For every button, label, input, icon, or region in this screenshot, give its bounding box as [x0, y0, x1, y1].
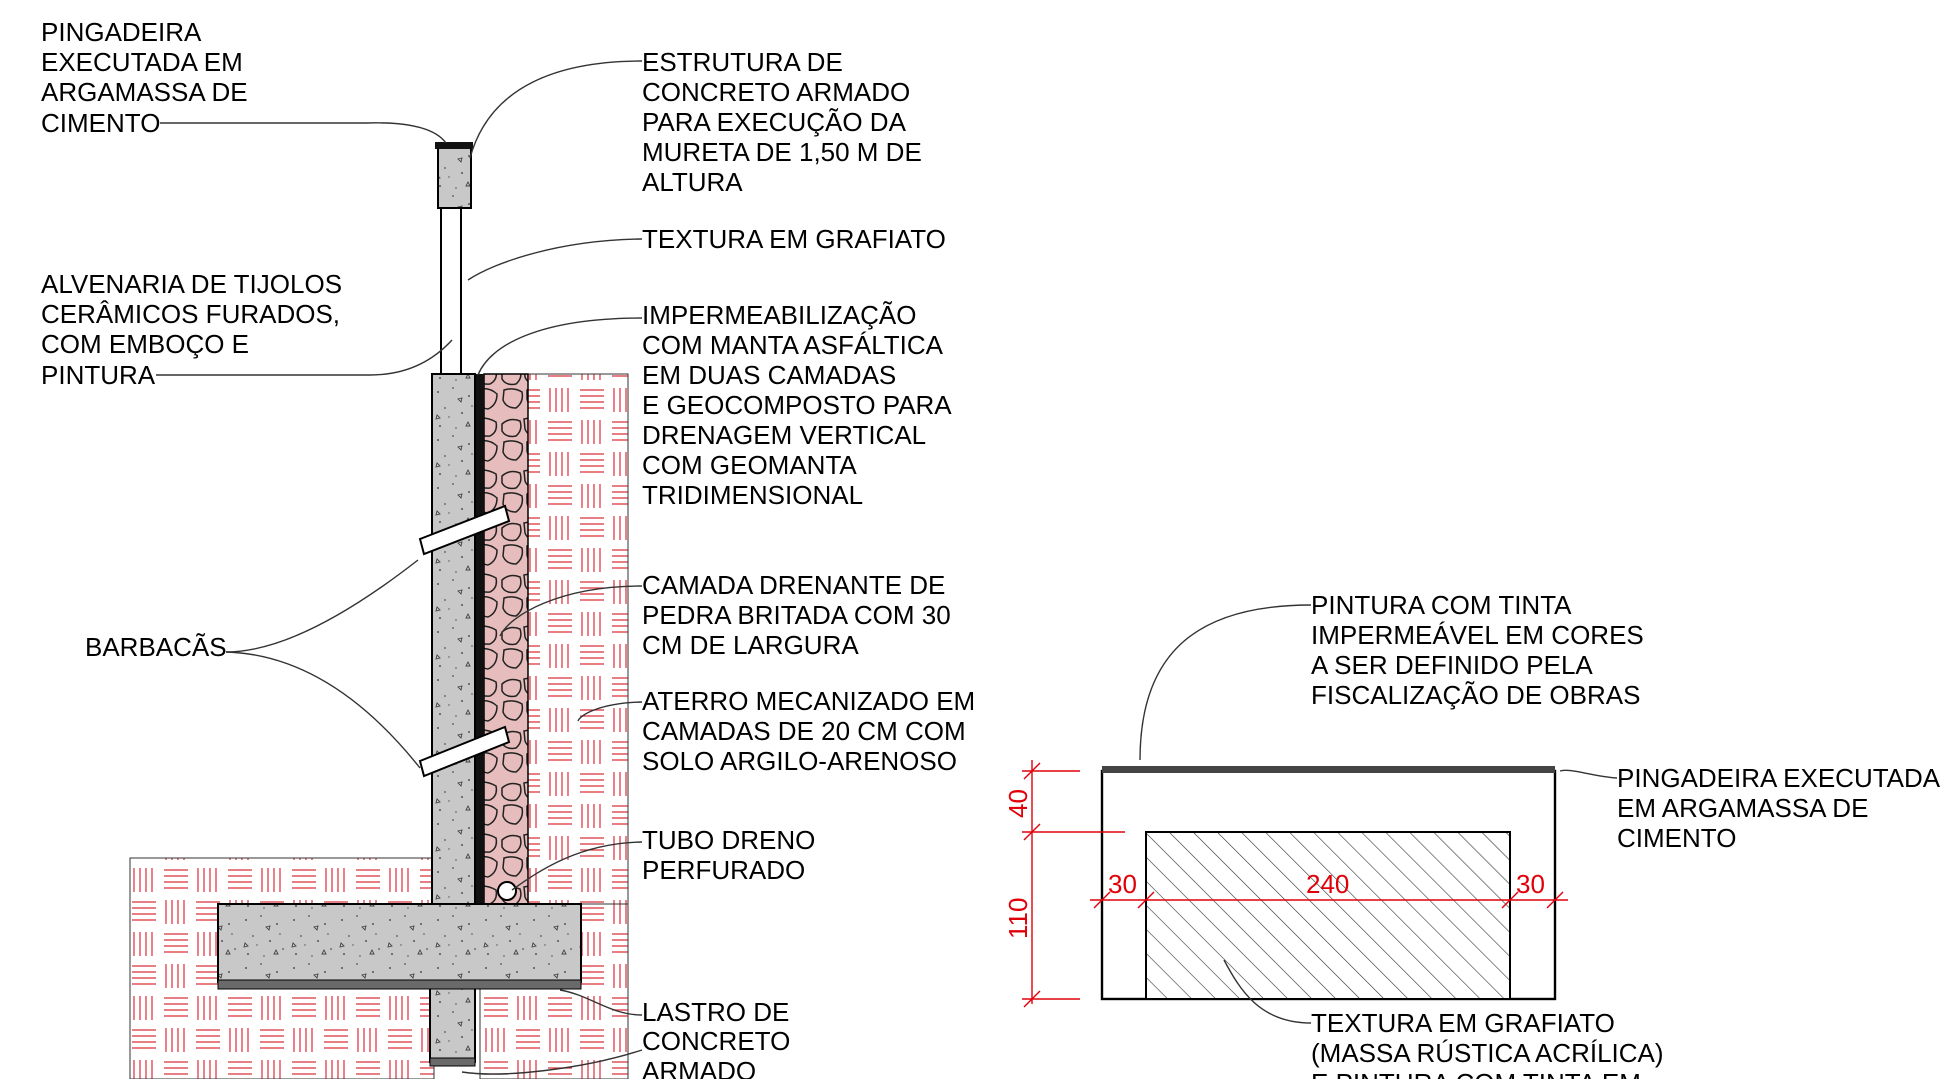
- key-bottom-strip: [429, 1057, 476, 1067]
- weep-hole-lower: [418, 725, 511, 778]
- label-textura: TEXTURA EM GRAFIATO: [642, 224, 946, 254]
- label-impermeabilizacao: IMPERMEABILIZAÇÃO COM MANTA ASFÁLTICA EM…: [642, 300, 957, 510]
- label-textura-detail: TEXTURA EM GRAFIATO (MASSA RÚSTICA ACRÍL…: [1311, 1008, 1671, 1079]
- concrete-key: [429, 981, 476, 1063]
- gravel-drain-layer: [483, 373, 529, 905]
- retaining-wall-section: [129, 60, 643, 1079]
- label-pingadeira: PINGADEIRA EXECUTADA EM ARGAMASSA DE CIM…: [41, 17, 255, 138]
- detail-leaders: [1139, 604, 1618, 1024]
- label-pintura: PINTURA COM TINTA IMPERMEÁVEL EM CORES A…: [1311, 590, 1651, 710]
- dimension-width-center: 240: [1306, 869, 1349, 899]
- concrete-wall-stem: [431, 373, 476, 905]
- coping-detail: [1022, 604, 1618, 1024]
- masonry-core: [1145, 831, 1511, 1000]
- label-aterro: ATERRO MECANIZADO EM CAMADAS DE 20 CM CO…: [642, 686, 982, 776]
- weep-hole-upper: [418, 504, 511, 556]
- dimension-height-main: 110: [1003, 898, 1033, 939]
- section-leaders: [156, 60, 643, 1075]
- dimension-height-top: 40: [1003, 789, 1033, 818]
- masonry-parapet: [440, 207, 462, 375]
- drip-strip: [1102, 766, 1555, 773]
- mortar-drip-cap: [435, 142, 473, 149]
- dimension-width-left: 30: [1108, 869, 1137, 899]
- label-pingadeira-detail: PINGADEIRA EXECUTADA EM ARGAMASSA DE CIM…: [1617, 763, 1946, 853]
- dimension-lines: [1022, 760, 1568, 1008]
- lean-concrete-strip: [217, 979, 582, 990]
- dimension-width-right: 30: [1516, 869, 1545, 899]
- concrete-cap: [437, 147, 472, 209]
- label-barbacas: BARBACÃS: [85, 632, 227, 662]
- label-lastro: LASTRO DE CONCRETO ARMADO: [642, 997, 798, 1079]
- concrete-footing: [217, 903, 582, 983]
- drain-pipe: [497, 881, 517, 901]
- waterproofing-membrane: [475, 374, 484, 904]
- backfill-soil: [527, 373, 629, 905]
- label-alvenaria: ALVENARIA DE TIJOLOS CERÂMICOS FURADOS, …: [41, 269, 349, 390]
- label-estrutura: ESTRUTURA DE CONCRETO ARMADO PARA EXECUÇ…: [642, 47, 929, 197]
- label-camada-drenante: CAMADA DRENANTE DE PEDRA BRITADA COM 30 …: [642, 570, 958, 660]
- label-tubo: TUBO DRENO PERFURADO: [642, 825, 823, 885]
